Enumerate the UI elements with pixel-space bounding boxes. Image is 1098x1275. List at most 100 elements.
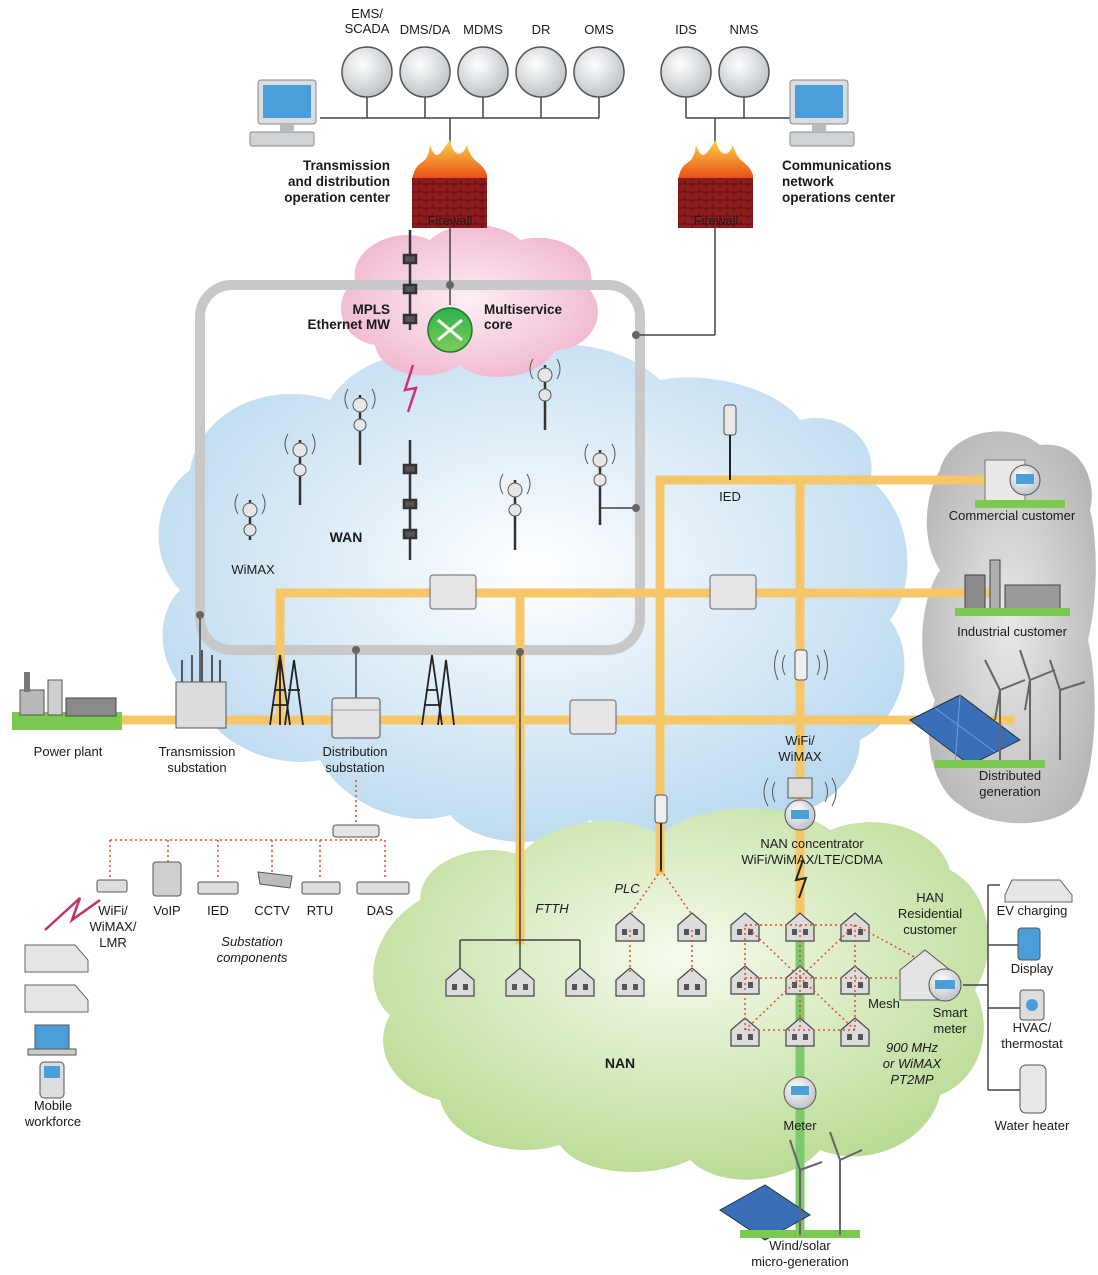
home-window [792, 929, 797, 935]
substation-component-label: WiFi/WiMAX/LMR [90, 903, 137, 950]
han-bus-lines [963, 884, 1020, 1091]
network-center-servers: IDS NMS [660, 22, 770, 98]
home-window [748, 929, 753, 935]
display-icon [1017, 927, 1041, 961]
wimax-antenna-icon [538, 388, 552, 402]
plc-lines [629, 869, 693, 975]
server-icon [660, 46, 712, 98]
substation-component-label: IED [207, 903, 229, 918]
microwave-tower-icon [402, 440, 418, 560]
server-icon [341, 46, 393, 98]
han-residence-icon [899, 949, 962, 1002]
signal-waves-icon [284, 433, 316, 455]
ev-car-icon [1004, 879, 1073, 903]
industrial-building-icon [955, 559, 1070, 616]
plc-device-icon [654, 794, 668, 870]
home-window [847, 982, 852, 988]
distribution-substation-icon [331, 697, 381, 739]
mesh-lines [744, 924, 921, 1031]
server-icon [515, 46, 567, 98]
wifi-wimax-radio-icon [774, 649, 828, 681]
wimax-antenna-icon [293, 463, 307, 477]
meter-icon [783, 1076, 817, 1110]
nan-concentrator-icon [763, 777, 837, 831]
server-label: NMS [730, 22, 759, 37]
home-window [523, 984, 528, 990]
wan-backbone-loop [195, 280, 645, 655]
server-label: IDS [675, 22, 697, 37]
commercial-building-icon [975, 459, 1065, 508]
home-window [792, 982, 797, 988]
home-window [684, 984, 689, 990]
firewall-icon [678, 140, 753, 228]
micro-generation-icons [719, 1131, 863, 1241]
server-icon [573, 46, 625, 98]
firewall-icon [412, 140, 487, 228]
home-window [803, 982, 808, 988]
substation-lan-lines [109, 780, 386, 880]
residential-homes [445, 912, 870, 1047]
han-device-label: HVAC/thermostat [1001, 1020, 1063, 1051]
water-heater-icon [1019, 1064, 1047, 1114]
wan-label: WAN [330, 529, 363, 545]
server-label: OMS [584, 22, 614, 37]
substation-component-label: DAS [367, 903, 394, 918]
wireless-link-icon [794, 859, 808, 899]
ftth-label: FTTH [535, 901, 569, 916]
home-window [858, 1034, 863, 1040]
power-plant-label: Power plant [34, 744, 103, 759]
nan-label: NAN [605, 1055, 635, 1071]
solar-panel-icon [909, 694, 1045, 768]
wireless-link-icon [44, 897, 101, 931]
home-window [684, 929, 689, 935]
home-window [633, 984, 638, 990]
substation-component-label: CCTV [254, 903, 290, 918]
wimax-base-stations [234, 358, 616, 550]
home-window [858, 982, 863, 988]
home-window [803, 929, 808, 935]
home-window [622, 984, 627, 990]
wimax-antenna-icon [592, 452, 608, 468]
wind-turbine-icon [984, 649, 1086, 760]
signal-waves-icon [584, 443, 616, 465]
wireless-link-icon [403, 364, 418, 413]
home-window [622, 929, 627, 935]
wifi-wimax-label: WiFi/WiMAX [778, 733, 822, 764]
substation-component-label: VoIP [153, 903, 180, 918]
wimax-antenna-icon [353, 418, 367, 432]
firewall-label: Firewall [694, 213, 739, 228]
home-window [858, 929, 863, 935]
mesh-label: Mesh [868, 996, 900, 1011]
home-window [737, 1034, 742, 1040]
signal-waves-icon [529, 358, 561, 380]
wimax-antenna-icon [507, 482, 523, 498]
substation-component-icons [96, 861, 410, 897]
home-window [572, 984, 577, 990]
home-window [695, 929, 700, 935]
mobile-workforce-icons [24, 944, 89, 1099]
server-label: DMS/DA [400, 22, 451, 37]
han-device-label: Water heater [995, 1118, 1070, 1133]
microwave-tower-icon [402, 230, 418, 330]
firewall-label: Firewall [428, 213, 473, 228]
home-window [512, 984, 517, 990]
server-label: EMS/SCADA [345, 6, 390, 36]
transmission-tower-icon [269, 654, 455, 726]
home-window [633, 929, 638, 935]
wimax-antenna-icon [243, 523, 257, 537]
industrial-customer-label: Industrial customer [957, 624, 1067, 639]
wimax-antenna-icon [508, 503, 522, 517]
